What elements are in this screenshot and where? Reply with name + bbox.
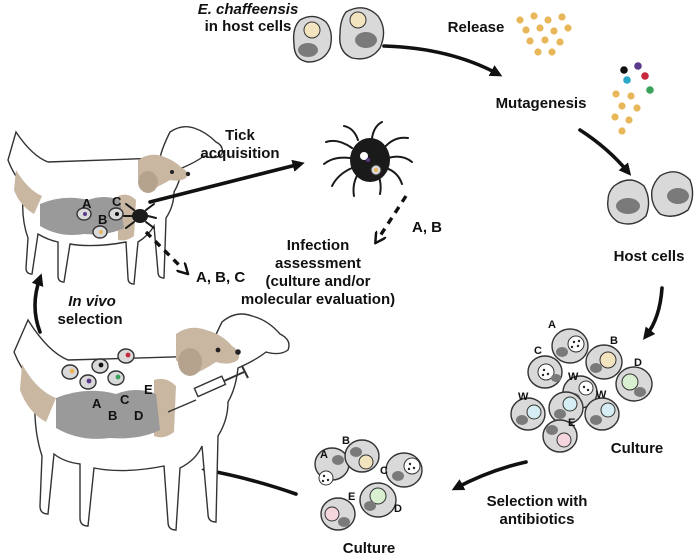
cell-letter: C — [380, 465, 388, 477]
arrow-to-selection — [451, 460, 528, 491]
host-cells-label: Host cells — [614, 248, 685, 265]
released-bacteria — [516, 12, 572, 56]
invivo-italic: In vivo — [68, 293, 116, 310]
release-label: Release — [448, 19, 505, 36]
dog-bottom — [13, 313, 290, 531]
culture-bottom-label: Culture — [343, 540, 396, 557]
dashed-arrow-tick-to-infection — [380, 195, 408, 236]
arrow-in-vivo — [31, 273, 44, 334]
mutant-bacteria — [611, 62, 654, 135]
arrow-to-mutagenesis — [382, 44, 503, 77]
cell-letter: C — [534, 345, 542, 357]
dog-bottom-letters: A B C D E — [92, 382, 153, 423]
cell-letter: D — [634, 357, 642, 369]
top-title-rest: in host cells — [205, 18, 292, 35]
tick-line2: acquisition — [200, 145, 279, 162]
top-title-italic: E. chaffeensis — [198, 1, 299, 18]
ab-label: A, B — [412, 219, 442, 236]
infection-line4: molecular evaluation) — [241, 291, 395, 308]
culture-cluster-right — [510, 328, 653, 453]
dog-letter: A — [92, 396, 102, 411]
tick-icon — [323, 121, 413, 197]
arrow-to-culture-right — [642, 286, 664, 340]
cell-letter: B — [610, 335, 618, 347]
dog-letter: E — [144, 382, 153, 397]
infection-line2: assessment — [275, 255, 361, 272]
culture-cluster-bottom — [314, 439, 423, 531]
abc-label: A, B, C — [196, 269, 245, 286]
cell-letter: D — [394, 503, 402, 515]
mutagenesis-label: Mutagenesis — [496, 95, 587, 112]
cell-letter: A — [548, 319, 556, 331]
dog-letter: A — [82, 196, 92, 211]
dog-letter: C — [112, 194, 122, 209]
infection-line1: Infection — [287, 237, 350, 254]
dog-letter: B — [108, 408, 117, 423]
dog-letter: D — [134, 408, 143, 423]
dog-bottom-cells — [61, 348, 135, 390]
dog-top-letters: A B C — [82, 194, 122, 227]
cell-letter: E — [348, 491, 355, 503]
cell-letter: E — [568, 417, 575, 429]
cell-letter: W — [596, 389, 607, 401]
syringe-icon — [167, 365, 249, 413]
infection-line3: (culture and/or — [265, 273, 370, 290]
dog-letter: B — [98, 212, 107, 227]
dog-top-cells — [76, 207, 124, 239]
cell-letter: W — [568, 371, 579, 383]
cell-letter: A — [320, 449, 328, 461]
cell-letter: W — [518, 391, 529, 403]
arrow-to-tick — [148, 159, 305, 204]
dog-letter: C — [120, 392, 130, 407]
tick-on-dog-icon — [123, 203, 157, 229]
cell-letter: B — [342, 435, 350, 447]
culture-right-label: Culture — [611, 440, 664, 457]
selection-line1: Selection with — [487, 493, 588, 510]
selection-line2: antibiotics — [499, 511, 574, 528]
infected-host-cells-top — [292, 7, 385, 63]
arrow-to-dog — [201, 465, 298, 496]
dashed-arrow-dog-to-infection — [144, 230, 182, 268]
tick-line1: Tick — [225, 127, 255, 144]
invivo-rest: selection — [57, 311, 122, 328]
culture-right-letters: A B C D W W W E — [518, 319, 642, 429]
culture-bottom-letters: A B C D E — [320, 435, 402, 515]
arrow-to-host-cells — [578, 128, 632, 176]
uninfected-host-cells — [607, 171, 694, 225]
